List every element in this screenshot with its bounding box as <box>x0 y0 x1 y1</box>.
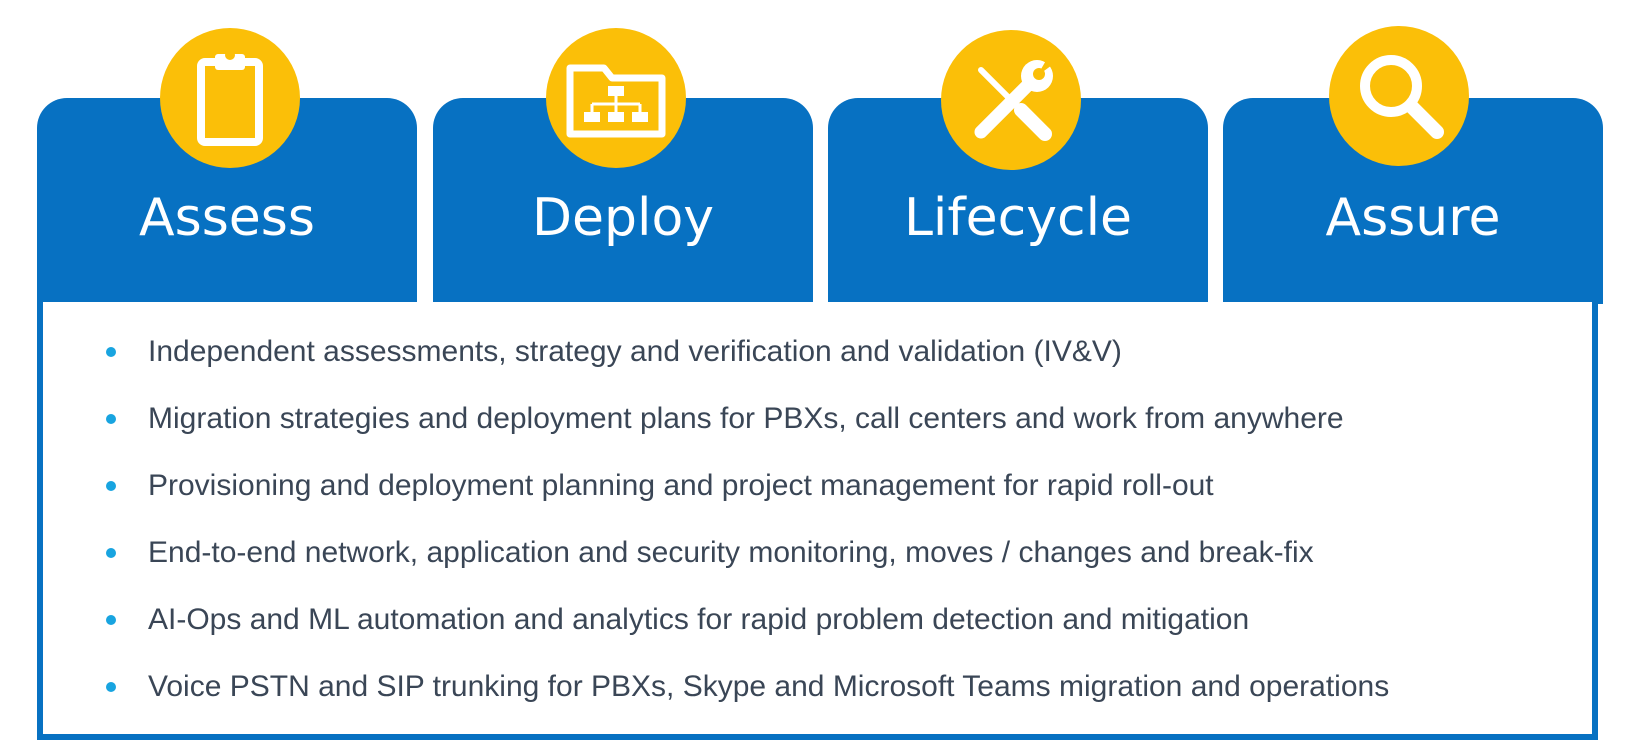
tab-title-assure: Assure <box>1325 188 1501 248</box>
list-item: Voice PSTN and SIP trunking for PBXs, Sk… <box>43 669 1592 709</box>
bullet-dot <box>106 682 116 692</box>
tab-title-assess: Assess <box>139 188 315 248</box>
clipboard-icon <box>160 28 300 168</box>
bullet-text: Provisioning and deployment planning and… <box>148 469 1214 502</box>
bullet-text: AI-Ops and ML automation and analytics f… <box>148 603 1250 636</box>
tab-title-deploy: Deploy <box>531 188 715 248</box>
bullet-text: Independent assessments, strategy and ve… <box>148 335 1122 368</box>
bullet-text: Voice PSTN and SIP trunking for PBXs, Sk… <box>148 670 1390 703</box>
list-item: Migration strategies and deployment plan… <box>43 401 1592 441</box>
bullet-panel: Independent assessments, strategy and ve… <box>37 302 1598 740</box>
list-item: Independent assessments, strategy and ve… <box>43 334 1592 374</box>
bullet-dot <box>106 481 116 491</box>
list-item: Provisioning and deployment planning and… <box>43 468 1592 508</box>
magnifying-glass-icon <box>1329 26 1469 166</box>
screwdriver-wrench-icon <box>941 30 1081 170</box>
bullet-dot <box>106 414 116 424</box>
bullet-text: Migration strategies and deployment plan… <box>148 402 1344 435</box>
bullet-dot <box>106 615 116 625</box>
bullet-dot <box>106 347 116 357</box>
tab-title-lifecycle: Lifecycle <box>903 188 1133 248</box>
list-item: AI-Ops and ML automation and analytics f… <box>43 602 1592 642</box>
bullet-dot <box>106 548 116 558</box>
bullet-text: End-to-end network, application and secu… <box>148 536 1314 569</box>
folder-org-chart-icon <box>546 28 686 168</box>
list-item: End-to-end network, application and secu… <box>43 535 1592 575</box>
